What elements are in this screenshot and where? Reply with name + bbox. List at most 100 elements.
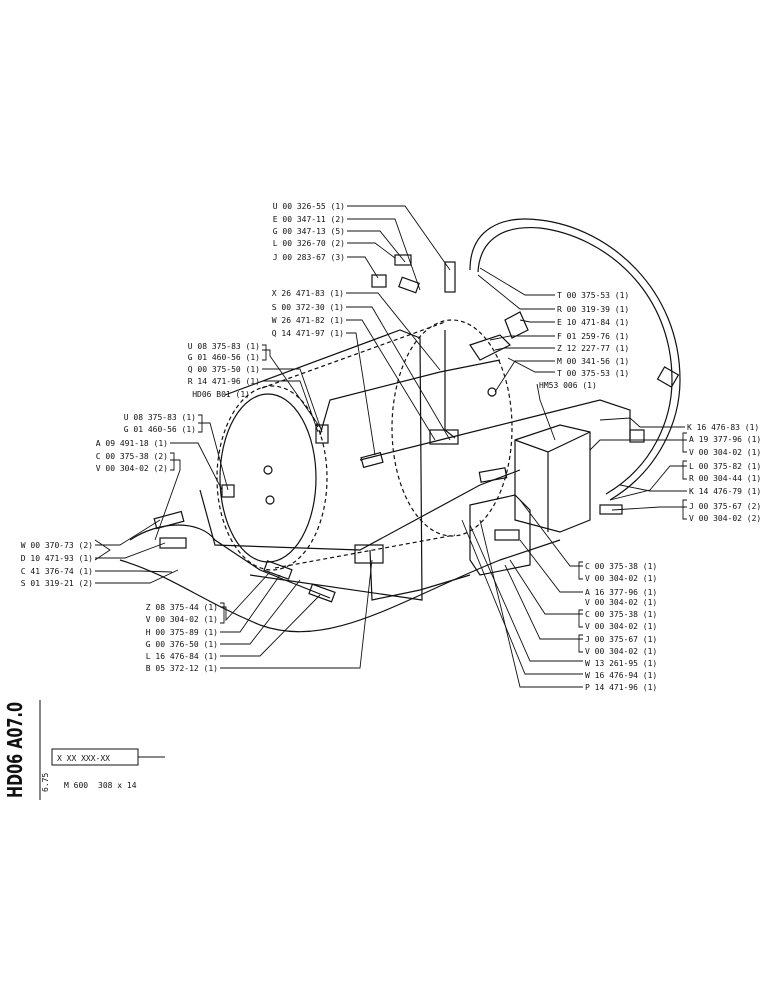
part-label: R 00 319-39 (1) [557, 305, 629, 314]
valve-block-lower [469, 494, 531, 576]
part-label: L 16 476-84 (1) [146, 652, 218, 661]
part-label: Z 08 375-44 (1) [146, 603, 218, 612]
part-label: E 00 347-11 (2) [273, 215, 345, 224]
fitting-15 [394, 254, 412, 266]
leader-left-9 [346, 332, 376, 456]
elbow-fitting [504, 311, 529, 339]
leader-left-15 [154, 459, 181, 541]
leader-left-group-top [347, 205, 451, 271]
part-label: C 00 375-38 (2) [96, 452, 168, 461]
leader-right-6 [494, 360, 555, 393]
leader-left-24 [220, 559, 373, 669]
part-label: V 00 304-02 (2) [689, 514, 761, 523]
leader-left-13 [198, 422, 229, 491]
part-label: F 01 259-76 (1) [557, 332, 629, 341]
right-labels: T 00 375-53 (1) R 00 319-39 (1) E 10 471… [539, 291, 761, 692]
part-label: U 08 375-83 (1) [124, 413, 196, 422]
part-label: V 00 304-02 (1) [585, 598, 657, 607]
leader-left-6 [346, 292, 441, 371]
part-label: R 00 304-44 (1) [689, 474, 761, 483]
bracket-right-3 [682, 499, 687, 520]
sheet-code-text: HD06 A07.0 [3, 702, 27, 798]
pipe-main-4 [129, 524, 331, 599]
leader-left-16 [95, 519, 161, 546]
tank-body-top [261, 321, 446, 389]
valve-block-face [514, 431, 591, 532]
leader-left-4 [347, 242, 396, 259]
part-label: A 16 377-96 (1) [585, 588, 657, 597]
part-label: V 00 304-02 (1) [146, 615, 218, 624]
leader-right-3 [519, 319, 555, 323]
hose-top-loop-inner [477, 226, 673, 495]
part-label: W 26 471-82 (1) [272, 316, 344, 325]
fitting-6 [494, 529, 520, 541]
part-label: S 01 319-21 (2) [21, 579, 93, 588]
part-label: G 01 460-56 (1) [188, 353, 260, 362]
part-label: T 00 375-53 (1) [557, 291, 629, 300]
part-label: V 00 304-02 (1) [585, 622, 657, 631]
tank-housing [224, 329, 423, 601]
drain-plug [221, 484, 235, 498]
part-label: W 13 261-95 (1) [585, 659, 657, 668]
pipe-main-2 [359, 399, 631, 461]
leader-right-4 [489, 335, 555, 341]
part-label: M 00 341-56 (1) [557, 357, 629, 366]
leader-left-22 [220, 579, 301, 645]
leader-left-20 [220, 571, 271, 622]
leader-right-7 [507, 357, 555, 373]
bracket-left-5 [220, 602, 225, 624]
leader-left-8 [346, 319, 436, 441]
fitting-8 [629, 429, 645, 443]
fitting-13 [354, 544, 384, 564]
leader-left-21 [220, 574, 281, 633]
leader-left-18 [95, 570, 173, 573]
leader-left-12 [262, 380, 319, 433]
part-label: G 00 347-13 (5) [273, 227, 345, 236]
leader-lines [94, 205, 687, 688]
top-bracket [469, 334, 512, 361]
leader-right-15 [519, 539, 583, 593]
bracket-left-3 [170, 452, 175, 471]
leader-right-11 [609, 465, 687, 501]
pipe-main-5 [119, 539, 561, 633]
leader-left-11 [262, 368, 323, 433]
leader-left-3 [347, 230, 406, 263]
part-label: C 41 376-74 (1) [21, 567, 93, 576]
leader-right-17 [504, 564, 583, 640]
part-label: G 01 460-56 (1) [124, 425, 196, 434]
fitting-17 [371, 274, 387, 288]
left-labels: U 00 326-55 (1) E 00 347-11 (2) G 00 347… [21, 202, 345, 673]
tank-back-outline [391, 319, 513, 537]
part-label: B 05 372-12 (1) [146, 664, 218, 673]
bracket-left-4 [94, 539, 111, 561]
part-label: W 00 370-73 (2) [21, 541, 93, 550]
leader-left-5 [347, 256, 379, 279]
part-label: V 00 304-02 (1) [585, 647, 657, 656]
part-label: U 00 326-55 (1) [273, 202, 345, 211]
part-label: D 10 471-93 (1) [21, 554, 93, 563]
tank-front-outline [216, 385, 328, 571]
part-number-text: X XX XXX-XX [57, 754, 110, 763]
part-label: P 14 471-96 (1) [585, 683, 657, 692]
leader-left-2 [347, 218, 421, 291]
part-label: E 10 471-84 (1) [557, 318, 629, 327]
part-label: G 00 376-50 (1) [146, 640, 218, 649]
bolt-small [487, 387, 497, 397]
bracket-right-4 [578, 561, 583, 580]
bracket-right-2 [682, 460, 687, 480]
part-label: T 00 375-53 (1) [557, 369, 629, 378]
part-label: K 14 476-79 (1) [689, 487, 761, 496]
leader-right-1 [479, 267, 555, 296]
bracket-left-2 [198, 414, 203, 433]
leader-right-9 [599, 417, 685, 428]
part-label: H 00 375-89 (1) [146, 628, 218, 637]
leader-right-13 [611, 506, 687, 511]
leader-left-23 [220, 594, 321, 657]
part-label: J 00 375-67 (2) [689, 502, 761, 511]
leader-right-10 [589, 439, 687, 451]
valve-block [514, 424, 591, 533]
mount-bolt-1 [263, 465, 273, 475]
fitting-14 [444, 261, 456, 293]
fitting-4 [308, 583, 336, 603]
